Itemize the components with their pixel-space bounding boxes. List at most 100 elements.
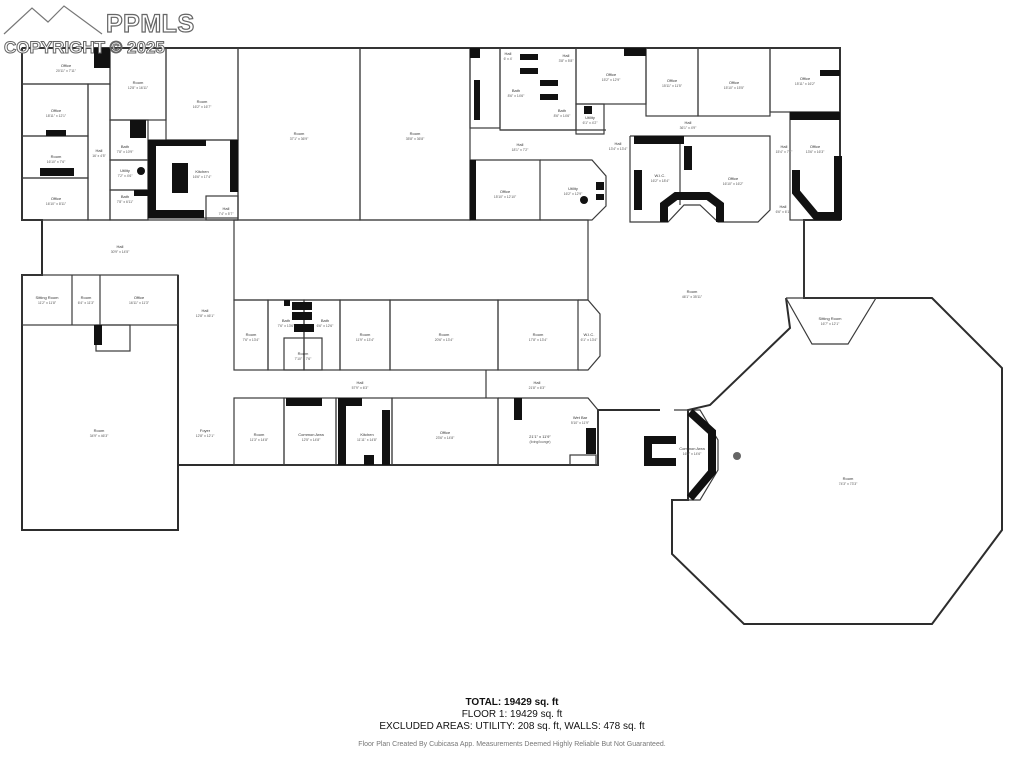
- room-dim-common-1: 12'5" x 14'8": [302, 438, 321, 442]
- room-name-bath-4: Bath: [558, 108, 566, 113]
- room-name-office-n3: Office: [729, 80, 740, 85]
- area-totals: TOTAL: 19429 sq. ft FLOOR 1: 19429 sq. f…: [0, 697, 1024, 733]
- room-dim-room-big3: 34'9" x 46'3": [90, 434, 109, 438]
- room-name-room-s2: Room: [254, 432, 265, 437]
- disclaimer: Floor Plan Created By Cubicasa App. Meas…: [358, 741, 666, 748]
- excluded-areas: EXCLUDED AREAS: UTILITY: 208 sq. ft, WAL…: [379, 721, 645, 732]
- room-dim-hall-main: 30'9" x 14'5": [111, 250, 130, 254]
- ppmls-logo: PPMLS COPYRIGHT © 2025: [2, 2, 208, 58]
- room-dim-wic-2: 6'1" x 13'4": [581, 338, 599, 342]
- room-name-room-center: Room: [687, 289, 698, 294]
- room-name-living: 21'1" x 11'9": [529, 434, 551, 439]
- room-name-utility-1: Utility: [120, 168, 130, 173]
- room-name-hall-11: Hall: [534, 380, 541, 385]
- room-dim-hall-11: 21'8" x 6'3": [529, 386, 547, 390]
- room-dim-sitting-1: 11'2" x 11'8": [38, 301, 57, 305]
- room-dim-office-c1: 15'10" x 12'10": [494, 195, 517, 199]
- room-dim-office-e: 13'6" x 16'3": [806, 150, 825, 154]
- room-name-office-n4: Office: [800, 76, 811, 81]
- room-name-office-s1: Office: [134, 295, 145, 300]
- room-name-office-n2: Office: [667, 78, 678, 83]
- room-name-room-a: Room: [133, 80, 144, 85]
- room-dim-hall-6: 36'1" x 4'9": [680, 126, 698, 130]
- room-dim-hall-10: 57'9" x 6'3": [352, 386, 370, 390]
- room-name-bath-6: Bath: [321, 318, 329, 323]
- room-name-bath-2: Bath: [121, 194, 129, 199]
- room-dim-hall-9: 12'8" x 46'1": [196, 314, 215, 318]
- room-name-room-big1: Room: [294, 131, 305, 136]
- room-name-common-1: Common Area: [298, 432, 324, 437]
- room-name-office-s2: Office: [440, 430, 451, 435]
- room-name-hall-10: Hall: [357, 380, 364, 385]
- room-dim-office-w1: 18'11" x 12'1": [46, 114, 67, 118]
- room-name-hall-5: Hall: [615, 141, 622, 146]
- room-name-hall-8: Hall: [780, 204, 787, 209]
- room-dim-common-2: 16'3" x 14'6": [683, 452, 702, 456]
- room-name-bath-3: Bath: [512, 88, 520, 93]
- room-name-hall-6: Hall: [685, 120, 692, 125]
- room-dim-bath-5: 7'6" x 13'6": [278, 324, 296, 328]
- room-name-sitting-1: Sitting Room: [36, 295, 60, 300]
- room-dim-hall-1: 7'4" x 5'7": [219, 212, 235, 216]
- room-dim-foyer: 12'8" x 12'1": [196, 434, 215, 438]
- room-dim-room-big1: 37'1" x 36'9": [290, 137, 309, 141]
- room-dim-room-octagon: 74'3" x 73'3": [839, 482, 858, 486]
- room-name-room-octagon: Room: [843, 476, 854, 481]
- room-dim-hall-7: 15'4" x 7'1": [776, 150, 794, 154]
- room-dim-bath-6: 6'6" x 12'6": [317, 324, 335, 328]
- room-dim-living: (living/lounge): [529, 440, 550, 444]
- room-name-room-big2: Room: [410, 131, 421, 136]
- room-dim-kitchen-2: 11'11" x 14'8": [357, 438, 378, 442]
- room-name-room-b: Room: [197, 99, 208, 104]
- room-name-kitchen-1: Kitchen: [195, 169, 208, 174]
- room-name-foyer: Foyer: [200, 428, 211, 433]
- room-name-office-e: Office: [810, 144, 821, 149]
- room-name-room-m5: Room: [533, 332, 544, 337]
- room-name-bath-5: Bath: [282, 318, 290, 323]
- exterior-walls: [21, 47, 1003, 625]
- room-name-utility-3: Utility: [568, 186, 578, 191]
- room-name-office-w1: Office: [51, 108, 62, 113]
- room-dim-room-m2: 7'10" x 7'6": [295, 357, 313, 361]
- room-dim-sitting-2: 16'7" x 12'1": [821, 322, 840, 326]
- room-dim-bath-1: 7'8" x 10'9": [117, 150, 135, 154]
- room-name-office-nw: Office: [61, 63, 72, 68]
- room-name-room-m2: Room: [298, 351, 309, 356]
- room-dim-bath-3: 8'6" x 14'6": [508, 94, 526, 98]
- room-dim-office-s2: 23'6" x 14'8": [436, 436, 455, 440]
- room-name-hall-9: Hall: [202, 308, 209, 313]
- room-name-wic-1: W.I.C.: [655, 173, 666, 178]
- room-dim-hall-5: 13'4" x 13'4": [609, 147, 628, 151]
- room-dim-room-s1: 6'4" x 11'3": [78, 301, 95, 305]
- room-dim-room-m1: 7'6" x 13'4": [243, 338, 261, 342]
- room-name-room-m4: Room: [439, 332, 450, 337]
- room-name-office-c1: Office: [500, 189, 511, 194]
- room-name-utility-2: Utility: [585, 115, 595, 120]
- middle-walls: [21, 219, 878, 398]
- room-dim-utility-3: 16'2" x 12'9": [564, 192, 583, 196]
- room-name-office-n1: Office: [606, 72, 617, 77]
- room-dim-kitchen-1: 16'6" x 17'4": [193, 175, 212, 179]
- room-dim-room-center: 46'1" x 35'11": [682, 295, 703, 299]
- mountain-icon: [2, 2, 104, 37]
- room-name-office-c2: Office: [728, 176, 739, 181]
- room-dim-office-s1: 16'11" x 11'3": [129, 301, 150, 305]
- room-dim-office-n2: 15'11" x 11'5": [662, 84, 683, 88]
- room-dim-wetbar: 5'10" x 11'9": [571, 421, 590, 425]
- room-dim-bath-2: 7'8" x 6'11": [117, 200, 134, 204]
- room-dim-room-m4: 20'6" x 13'4": [435, 338, 454, 342]
- room-name-room-m1: Room: [246, 332, 257, 337]
- room-name-bath-1: Bath: [121, 144, 129, 149]
- room-dim-office-c2: 16'10" x 16'2": [723, 182, 744, 186]
- room-dim-hall-2: 6' x 4': [504, 57, 513, 61]
- logo-name: PPMLS: [105, 9, 195, 38]
- room-name-hall-3: Hall: [563, 53, 570, 58]
- room-dim-room-s2: 11'3" x 14'8": [250, 438, 269, 442]
- room-name-hall-2: Hall: [505, 51, 512, 56]
- room-dim-hall-3: 3'8" x 5'8": [559, 59, 575, 63]
- room-name-room-m3: Room: [360, 332, 371, 337]
- room-dim-office-w3: 16'10" x 8'11": [46, 202, 67, 206]
- total-area: TOTAL: 19429 sq. ft: [465, 697, 559, 708]
